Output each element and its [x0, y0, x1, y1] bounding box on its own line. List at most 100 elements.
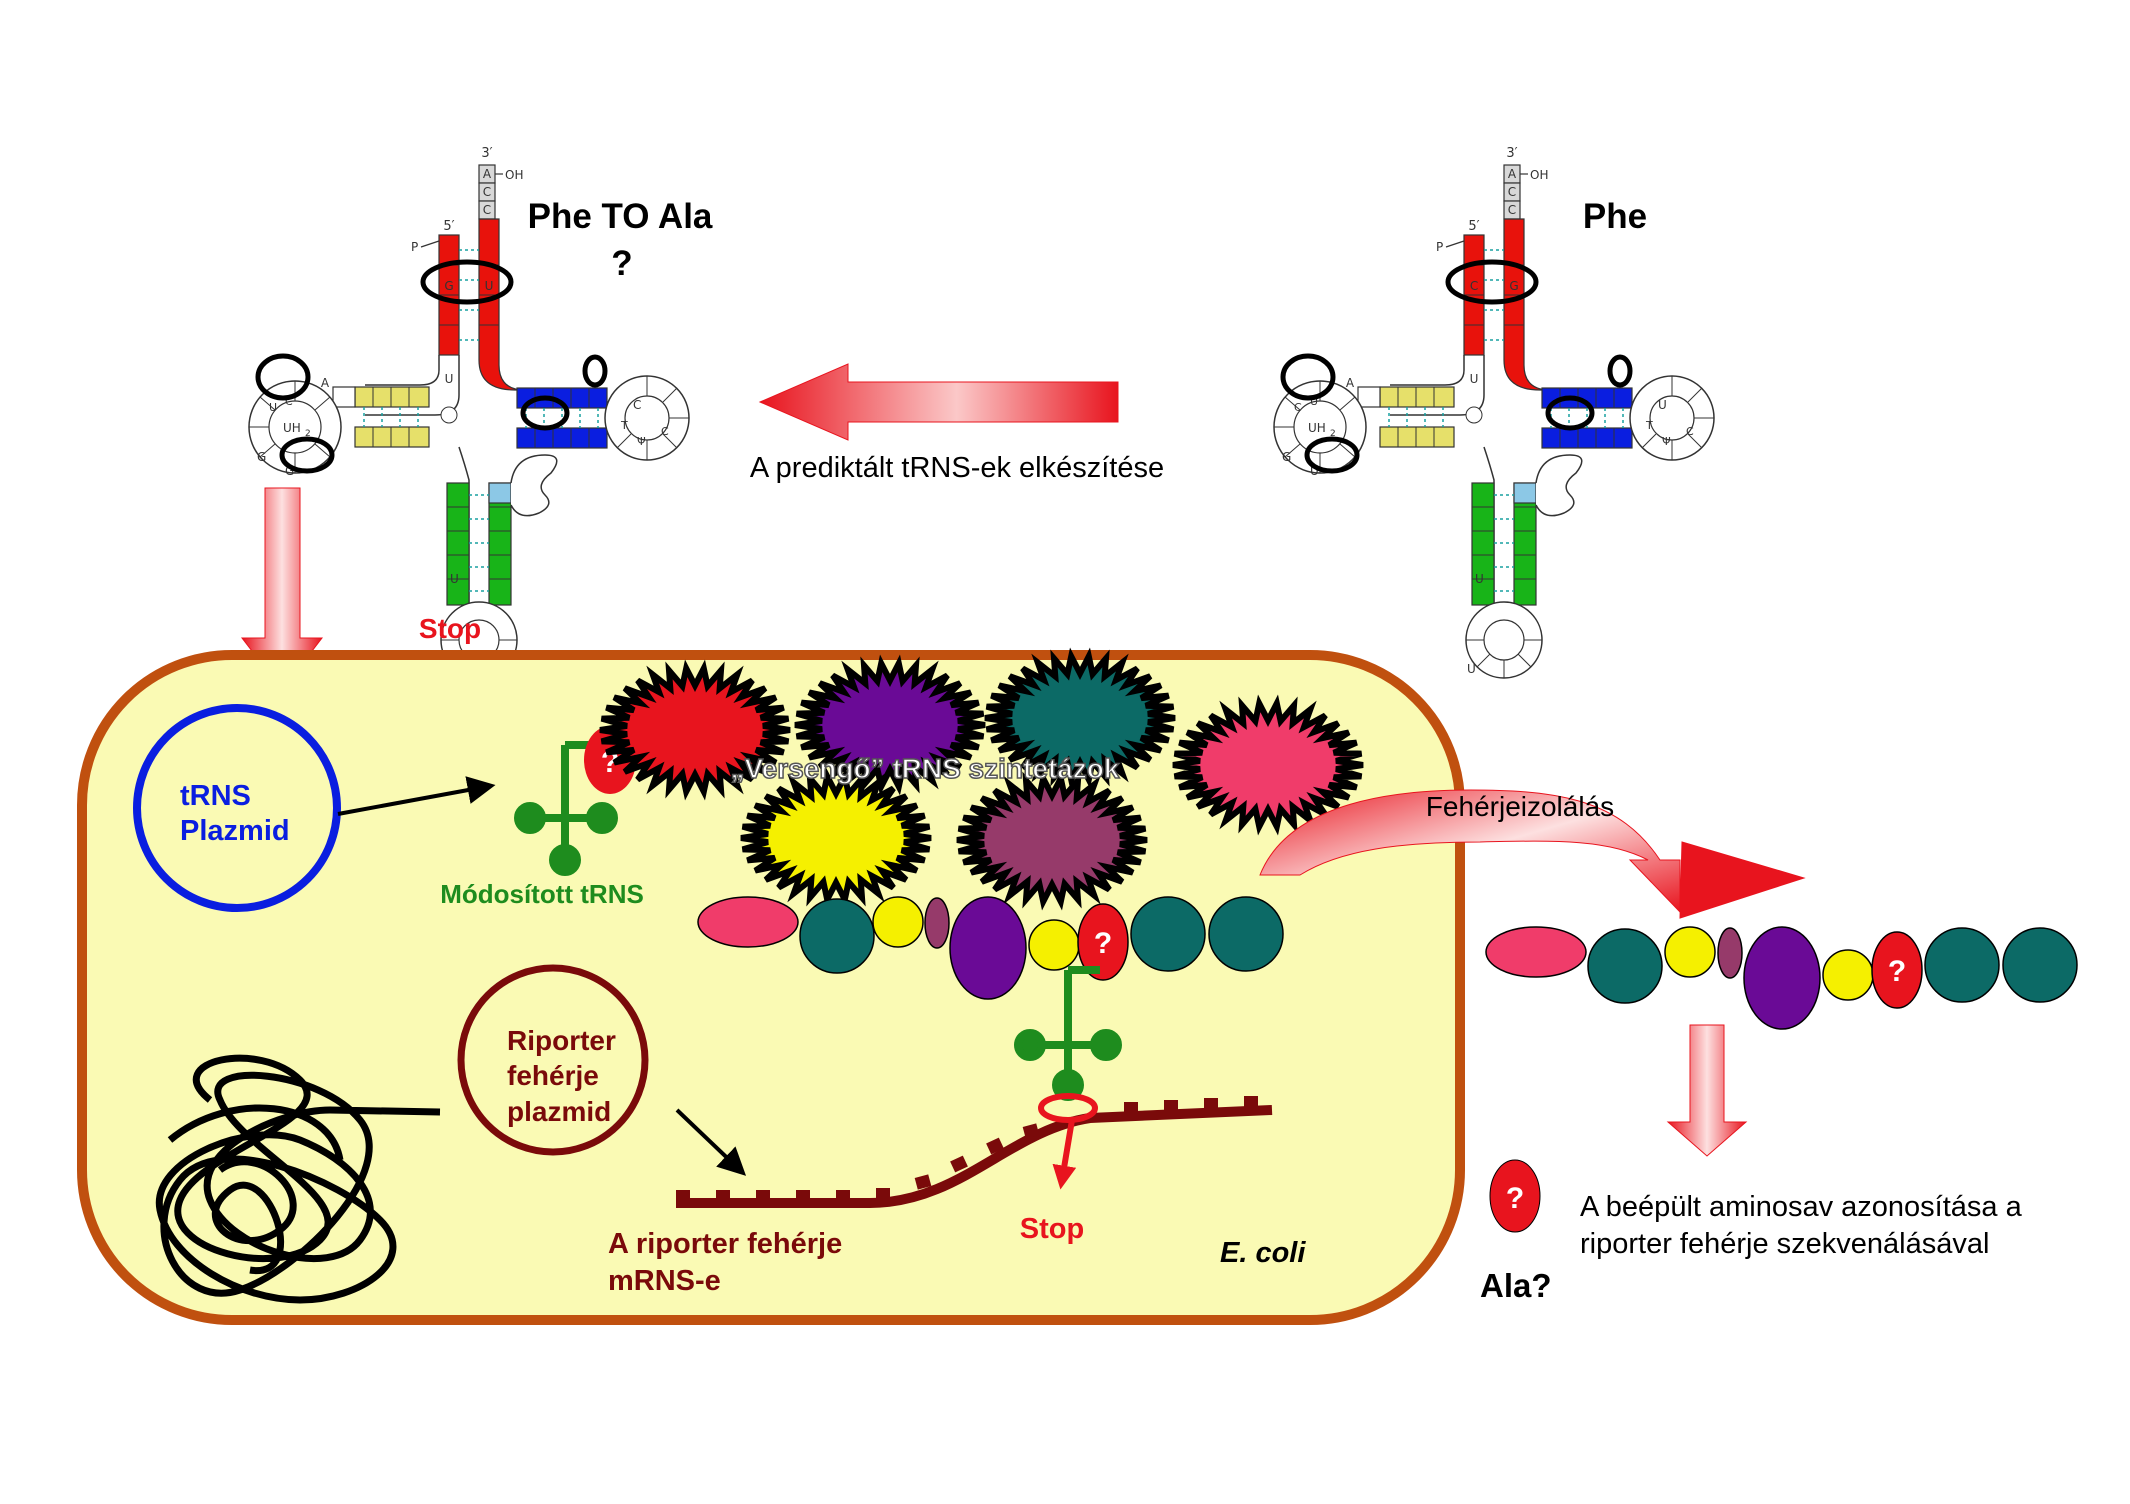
svg-text:U: U	[485, 279, 494, 293]
identification-label: A beépült aminosav azonosítása a	[1580, 1191, 2023, 1223]
synthetases	[599, 647, 1364, 911]
modified-trna-title: Phe TO Ala	[528, 197, 713, 236]
svg-text:U: U	[1475, 572, 1484, 586]
mrna-label: A riporter fehérje	[608, 1228, 842, 1260]
svg-text:A: A	[321, 376, 330, 390]
svg-text:C: C	[483, 185, 491, 199]
svg-text:U: U	[1310, 464, 1319, 478]
trna-plasmid-label: tRNS	[180, 780, 251, 812]
svg-text:U: U	[269, 401, 277, 414]
anticodon-stop-label: Stop	[419, 613, 481, 644]
synthetase-pink	[1172, 694, 1364, 836]
svg-text:5′: 5′	[1468, 219, 1479, 234]
svg-text:T: T	[1645, 419, 1653, 432]
reporter-plasmid	[457, 964, 649, 1156]
synthetase-teal	[984, 647, 1176, 789]
svg-text:U: U	[1467, 662, 1476, 676]
svg-text:fehérje: fehérje	[507, 1060, 599, 1091]
svg-text:G: G	[1282, 450, 1291, 464]
svg-text:A: A	[1508, 167, 1517, 181]
svg-text:C: C	[285, 395, 293, 408]
svg-text:U: U	[1470, 372, 1479, 386]
preparation-arrow	[758, 363, 1119, 441]
svg-text:C: C	[1508, 203, 1516, 217]
three-prime-label: 3′	[481, 146, 492, 161]
mutation-circle	[279, 436, 335, 474]
svg-text:OH: OH	[1530, 168, 1548, 182]
unknown-amino-acid-isolated	[1871, 931, 1923, 1009]
modified-trna-diagram: 3′ A C C OH 5′ P G U U A UH 2 G G U C C …	[248, 146, 690, 679]
svg-text:C: C	[661, 425, 669, 438]
modified-trna-label: Módosított tRNS	[440, 879, 644, 909]
svg-text:C: C	[1508, 185, 1516, 199]
svg-text:P: P	[1436, 240, 1443, 254]
down-arrow-to-result	[1666, 1024, 1748, 1157]
chromosome	[155, 1054, 441, 1304]
stop-arrow	[1052, 1119, 1077, 1190]
phe-trna-diagram: 3′ A C C OH 5′ P C G U A UH 2 G U C U U …	[1273, 146, 1715, 679]
trna-plasmid-label-2: Plazmid	[180, 815, 290, 847]
decoding-trna-icon	[1014, 966, 1122, 1101]
svg-text:Ψ: Ψ	[637, 435, 646, 448]
svg-text:C: C	[1294, 401, 1302, 414]
svg-text:C: C	[1686, 425, 1694, 438]
svg-text:C: C	[633, 398, 641, 412]
svg-text:U: U	[1310, 395, 1318, 408]
svg-text:U: U	[1658, 398, 1667, 412]
protein-isolation-arrow	[1259, 789, 1681, 914]
preparation-label: A prediktált tRNS-ek elkészítése	[750, 452, 1164, 484]
svg-text:U: U	[450, 572, 459, 586]
trna-plasmid	[133, 704, 341, 912]
svg-text:C: C	[483, 203, 491, 217]
svg-text:OH: OH	[505, 168, 523, 182]
svg-text:?: ?	[1094, 927, 1112, 960]
protein-chain-cell	[697, 896, 1080, 1000]
modified-trna-question: ?	[611, 244, 632, 283]
svg-text:A: A	[1346, 376, 1355, 390]
mutation-circle	[1280, 353, 1336, 401]
mutation-circle	[582, 354, 608, 388]
synthetase-yellow	[740, 767, 932, 909]
mutation-circle	[1545, 395, 1595, 431]
svg-text:UH: UH	[1308, 421, 1326, 435]
svg-text:C: C	[1470, 279, 1478, 293]
identified-amino-acid	[1489, 1159, 1541, 1233]
svg-text:U: U	[445, 372, 454, 386]
plasmid-to-trna-arrow	[337, 776, 496, 816]
protein-isolation-label: Fehérjeizolálás	[1426, 791, 1614, 822]
svg-text:plazmid: plazmid	[507, 1096, 611, 1127]
reporter-plasmid-label: Riporter	[507, 1025, 616, 1056]
synthetases-label: „Versengő” tRNS szintetázok	[731, 753, 1120, 784]
svg-text:T: T	[620, 419, 628, 432]
svg-text:5′: 5′	[443, 219, 454, 234]
svg-text:3′: 3′	[1506, 146, 1517, 161]
svg-text:2: 2	[1330, 429, 1336, 439]
mutation-circle	[420, 259, 514, 305]
unknown-amino-acid-chain	[1077, 903, 1129, 981]
svg-text:G: G	[257, 450, 266, 464]
svg-text:?: ?	[1888, 955, 1906, 988]
svg-text:A: A	[483, 167, 492, 181]
synthetase-plum	[956, 769, 1148, 911]
svg-text:?: ?	[1506, 1182, 1524, 1215]
identification-label-2: riporter fehérje szekvenálásával	[1580, 1228, 1989, 1260]
svg-text:G: G	[285, 464, 294, 478]
svg-text:G: G	[1509, 279, 1518, 293]
svg-text:G: G	[444, 279, 453, 293]
mutation-circle	[255, 353, 311, 401]
phe-trna-title: Phe	[1583, 197, 1647, 236]
plasmid-to-mrna-arrow	[675, 1108, 747, 1176]
mutation-circle	[1445, 259, 1539, 305]
modified-trna-icon	[514, 741, 618, 876]
stop-codon-label: Stop	[1020, 1213, 1084, 1245]
synthetase-red	[599, 659, 791, 801]
stop-codon-circle	[1038, 1093, 1098, 1123]
mutation-circle	[1607, 354, 1633, 388]
svg-text:2: 2	[305, 429, 311, 439]
svg-text:P: P	[411, 240, 418, 254]
svg-text:UH: UH	[283, 421, 301, 435]
mutation-circle	[1304, 436, 1360, 474]
protein-chain-isolated	[1485, 926, 1874, 1030]
ala-question-label: Ala?	[1480, 1267, 1552, 1304]
mutation-circle	[520, 395, 570, 431]
